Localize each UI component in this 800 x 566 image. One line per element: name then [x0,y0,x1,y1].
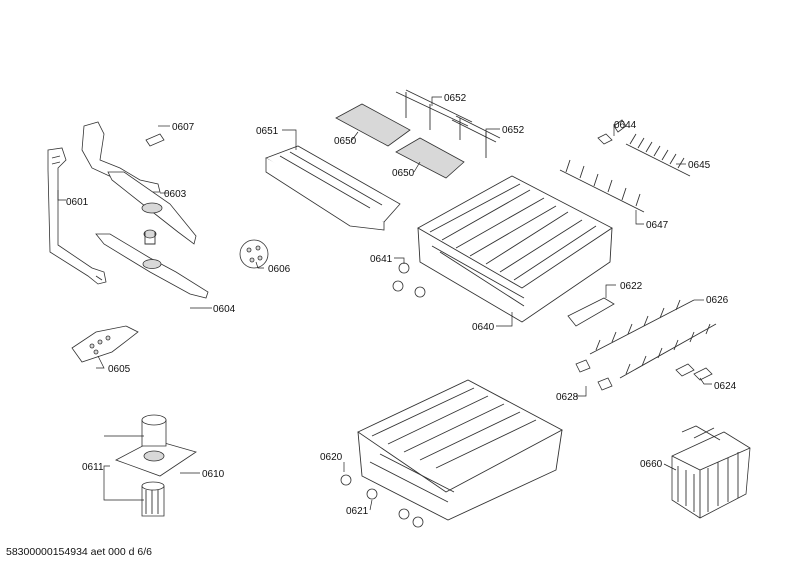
small-clip-drawing [597,119,627,145]
label-0652-top: 0652 [444,93,467,104]
label-0601: 0601 [66,197,89,208]
basket-handle-drawing [567,297,615,327]
lower-spray-arm-drawing [95,233,209,299]
label-0604: 0604 [213,304,236,315]
label-0650-top: 0650 [334,136,357,147]
label-0624: 0624 [714,381,737,392]
filter-plate-drawing [71,325,139,363]
tine-row-drawing [559,133,691,213]
label-0644: 0644 [614,120,637,131]
label-0621: 0621 [346,506,369,517]
label-0606: 0606 [268,264,291,275]
label-0622: 0622 [620,281,643,292]
document-id: 58300000154934 aet 000 d 6/6 [6,546,152,558]
part-labels: 0601 0603 0604 0605 0606 0607 0610 0611 … [66,93,737,517]
folding-tines-drawing [589,299,717,379]
label-0607: 0607 [172,122,195,133]
lower-roller-drawing [340,474,424,528]
label-0605: 0605 [108,364,131,375]
upper-spray-arm-drawing [81,121,197,245]
label-0611: 0611 [82,462,104,473]
lower-basket-drawing [357,379,563,521]
supply-pipe-drawing [47,147,107,285]
label-0647: 0647 [646,220,669,231]
hinge-rail-drawing [395,89,501,158]
label-0620: 0620 [320,452,343,463]
upper-basket-drawing [417,175,613,323]
label-0640: 0640 [472,322,495,333]
filter-assembly-drawing [115,414,197,517]
label-0626: 0626 [706,295,729,306]
cutlery-tray-drawing [265,145,401,231]
label-0645: 0645 [688,160,711,171]
label-0660: 0660 [640,459,663,470]
label-0652-right: 0652 [502,125,525,136]
knife-shelf-drawing [335,103,465,179]
spray-cover-drawing [239,239,269,269]
holder-clip-drawing [575,359,713,391]
label-0650-bottom: 0650 [392,168,415,179]
clip-drawing [145,133,165,147]
roller-drawing [392,262,426,298]
leader-lines [57,96,712,511]
label-0610: 0610 [202,469,225,480]
label-0651: 0651 [256,126,279,137]
label-0641: 0641 [370,254,393,265]
cutlery-basket-drawing [671,425,751,519]
label-0628: 0628 [556,392,579,403]
label-0603: 0603 [164,189,187,200]
